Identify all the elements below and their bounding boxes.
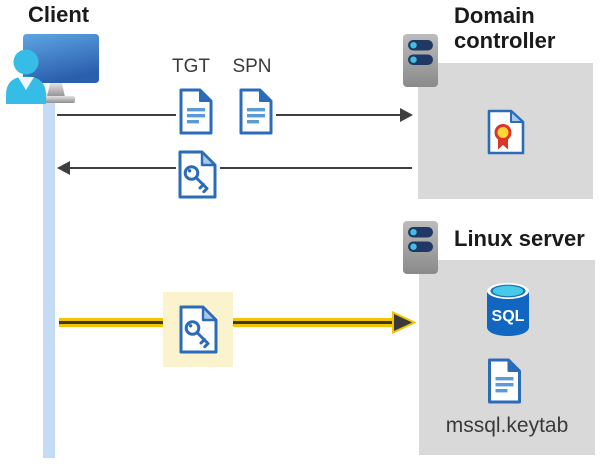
tgt-label: TGT (172, 56, 210, 77)
monitor-base (41, 96, 75, 103)
key-icon (183, 165, 200, 181)
arrow-line (69, 167, 176, 169)
tgt-document-icon (179, 88, 213, 135)
arrow-head (400, 108, 413, 122)
arrow-head (392, 311, 416, 334)
linux-server-label: Linux server (454, 226, 585, 251)
keytab-document-icon (488, 358, 521, 404)
sql-label: SQL (492, 308, 525, 325)
keytab-label: mssql.keytab (445, 414, 569, 437)
sql-database-icon: SQL (487, 283, 529, 336)
linux-server-icon (403, 221, 438, 274)
arrow-line (276, 114, 402, 116)
page-fold (507, 359, 521, 372)
key-ticket-icon (178, 150, 217, 199)
arrow-line-core (233, 321, 393, 324)
monitor-stand (47, 83, 65, 97)
key-ticket-icon-highlighted (179, 305, 218, 354)
page-fold (200, 150, 217, 167)
spn-document-icon (239, 88, 273, 135)
page-fold (199, 89, 212, 102)
key-icon (184, 320, 201, 336)
domain-controller-label: Domain controller (454, 3, 556, 53)
arrow-line (220, 167, 412, 169)
seal (494, 124, 512, 141)
arrow-line (57, 114, 176, 116)
certificate-icon (487, 109, 525, 155)
arrow-head (57, 161, 70, 175)
person-icon (13, 49, 39, 75)
monitor-icon (23, 34, 99, 83)
dc-server-icon (403, 34, 438, 87)
client-label: Client (28, 2, 90, 27)
page-fold (510, 110, 524, 123)
spn-label: SPN (232, 56, 272, 77)
arrow-line-core (59, 321, 163, 324)
person-collar (18, 77, 34, 90)
client-lifeline (43, 93, 55, 458)
page-fold (201, 305, 218, 322)
page-fold (259, 89, 272, 102)
client-workstation-icon (6, 34, 99, 104)
